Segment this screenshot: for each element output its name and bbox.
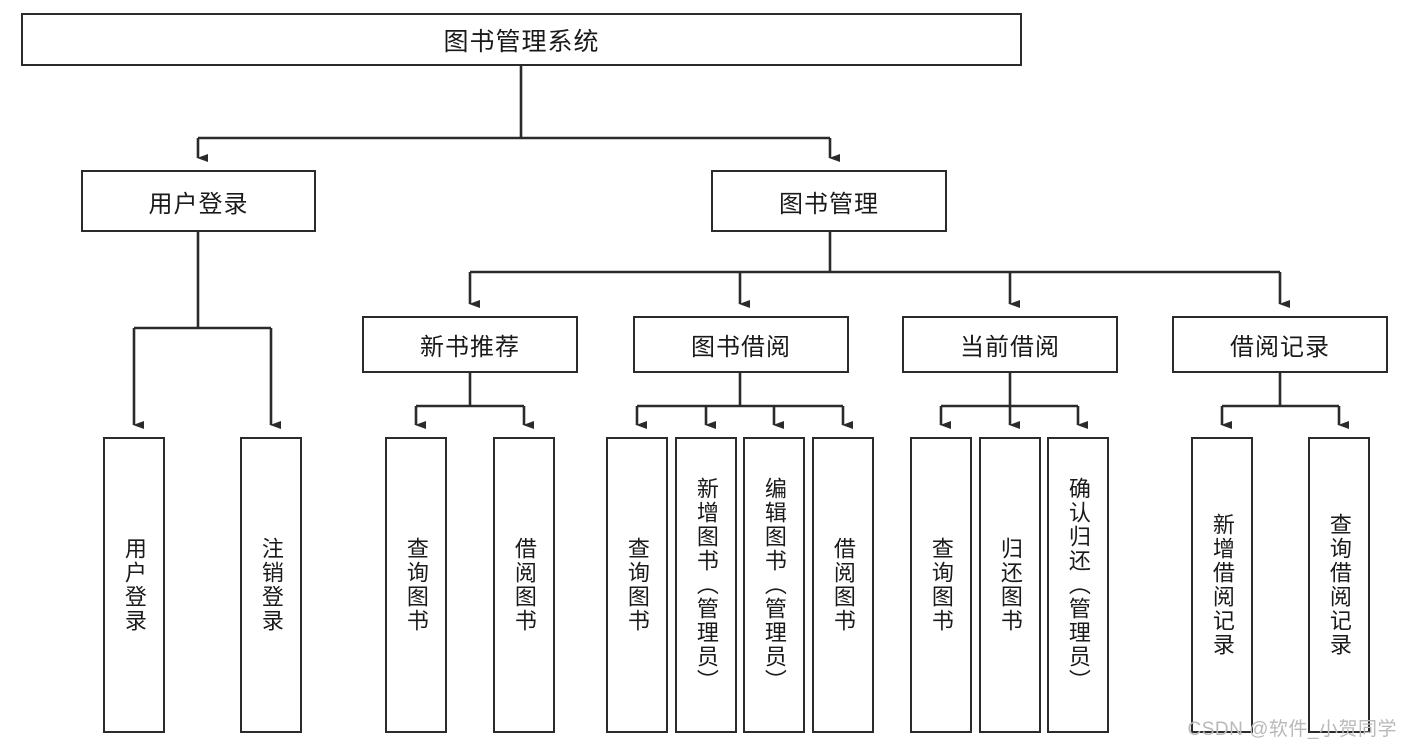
node-user-login-label: 用户登录 (148, 190, 249, 218)
leaf-borrow-book-2[interactable]: 借阅图书 (812, 437, 874, 733)
leaf-logout-label: 注销登录 (258, 537, 284, 633)
leaf-query-book-3[interactable]: 查询图书 (910, 437, 972, 733)
leaf-edit-book-label: 编辑图书（管理员） (761, 477, 787, 693)
node-book-borrow[interactable]: 图书借阅 (633, 316, 849, 373)
node-root[interactable]: 图书管理系统 (21, 13, 1022, 66)
leaf-borrow-book-1[interactable]: 借阅图书 (493, 437, 555, 733)
node-new-book-rec-label: 新书推荐 (420, 334, 520, 361)
leaf-return-book-label: 归还图书 (997, 537, 1023, 633)
node-book-manage[interactable]: 图书管理 (711, 170, 947, 232)
node-user-login[interactable]: 用户登录 (81, 170, 316, 232)
watermark: CSDN @软件_小贺同学 (1187, 719, 1397, 740)
leaf-add-book-label: 新增图书（管理员） (693, 477, 719, 693)
node-new-book-rec[interactable]: 新书推荐 (362, 316, 578, 373)
node-borrow-record[interactable]: 借阅记录 (1172, 316, 1388, 373)
leaf-confirm-return-label: 确认归还（管理员） (1065, 477, 1091, 693)
leaf-add-record[interactable]: 新增借阅记录 (1191, 437, 1253, 733)
leaf-add-book[interactable]: 新增图书（管理员） (675, 437, 737, 733)
leaf-edit-book[interactable]: 编辑图书（管理员） (743, 437, 805, 733)
leaf-query-record-label: 查询借阅记录 (1326, 513, 1352, 657)
leaf-return-book[interactable]: 归还图书 (979, 437, 1041, 733)
leaf-query-book-2[interactable]: 查询图书 (606, 437, 668, 733)
leaf-add-record-label: 新增借阅记录 (1209, 513, 1235, 657)
leaf-query-book-1[interactable]: 查询图书 (385, 437, 447, 733)
leaf-borrow-book-2-label: 借阅图书 (830, 537, 856, 633)
node-borrow-record-label: 借阅记录 (1230, 334, 1330, 361)
leaf-logout[interactable]: 注销登录 (240, 437, 302, 733)
leaf-query-book-3-label: 查询图书 (928, 537, 954, 633)
node-book-manage-label: 图书管理 (779, 190, 879, 218)
leaf-query-book-1-label: 查询图书 (403, 537, 429, 633)
node-book-borrow-label: 图书借阅 (691, 334, 791, 361)
leaf-query-record[interactable]: 查询借阅记录 (1308, 437, 1370, 733)
node-current-borrow[interactable]: 当前借阅 (902, 316, 1118, 373)
leaf-user-login-label: 用户登录 (121, 537, 147, 633)
leaf-confirm-return[interactable]: 确认归还（管理员） (1047, 437, 1109, 733)
node-current-borrow-label: 当前借阅 (960, 334, 1060, 361)
leaf-borrow-book-1-label: 借阅图书 (511, 537, 537, 633)
node-root-label: 图书管理系统 (443, 27, 600, 56)
leaf-user-login[interactable]: 用户登录 (103, 437, 165, 733)
leaf-query-book-2-label: 查询图书 (624, 537, 650, 633)
